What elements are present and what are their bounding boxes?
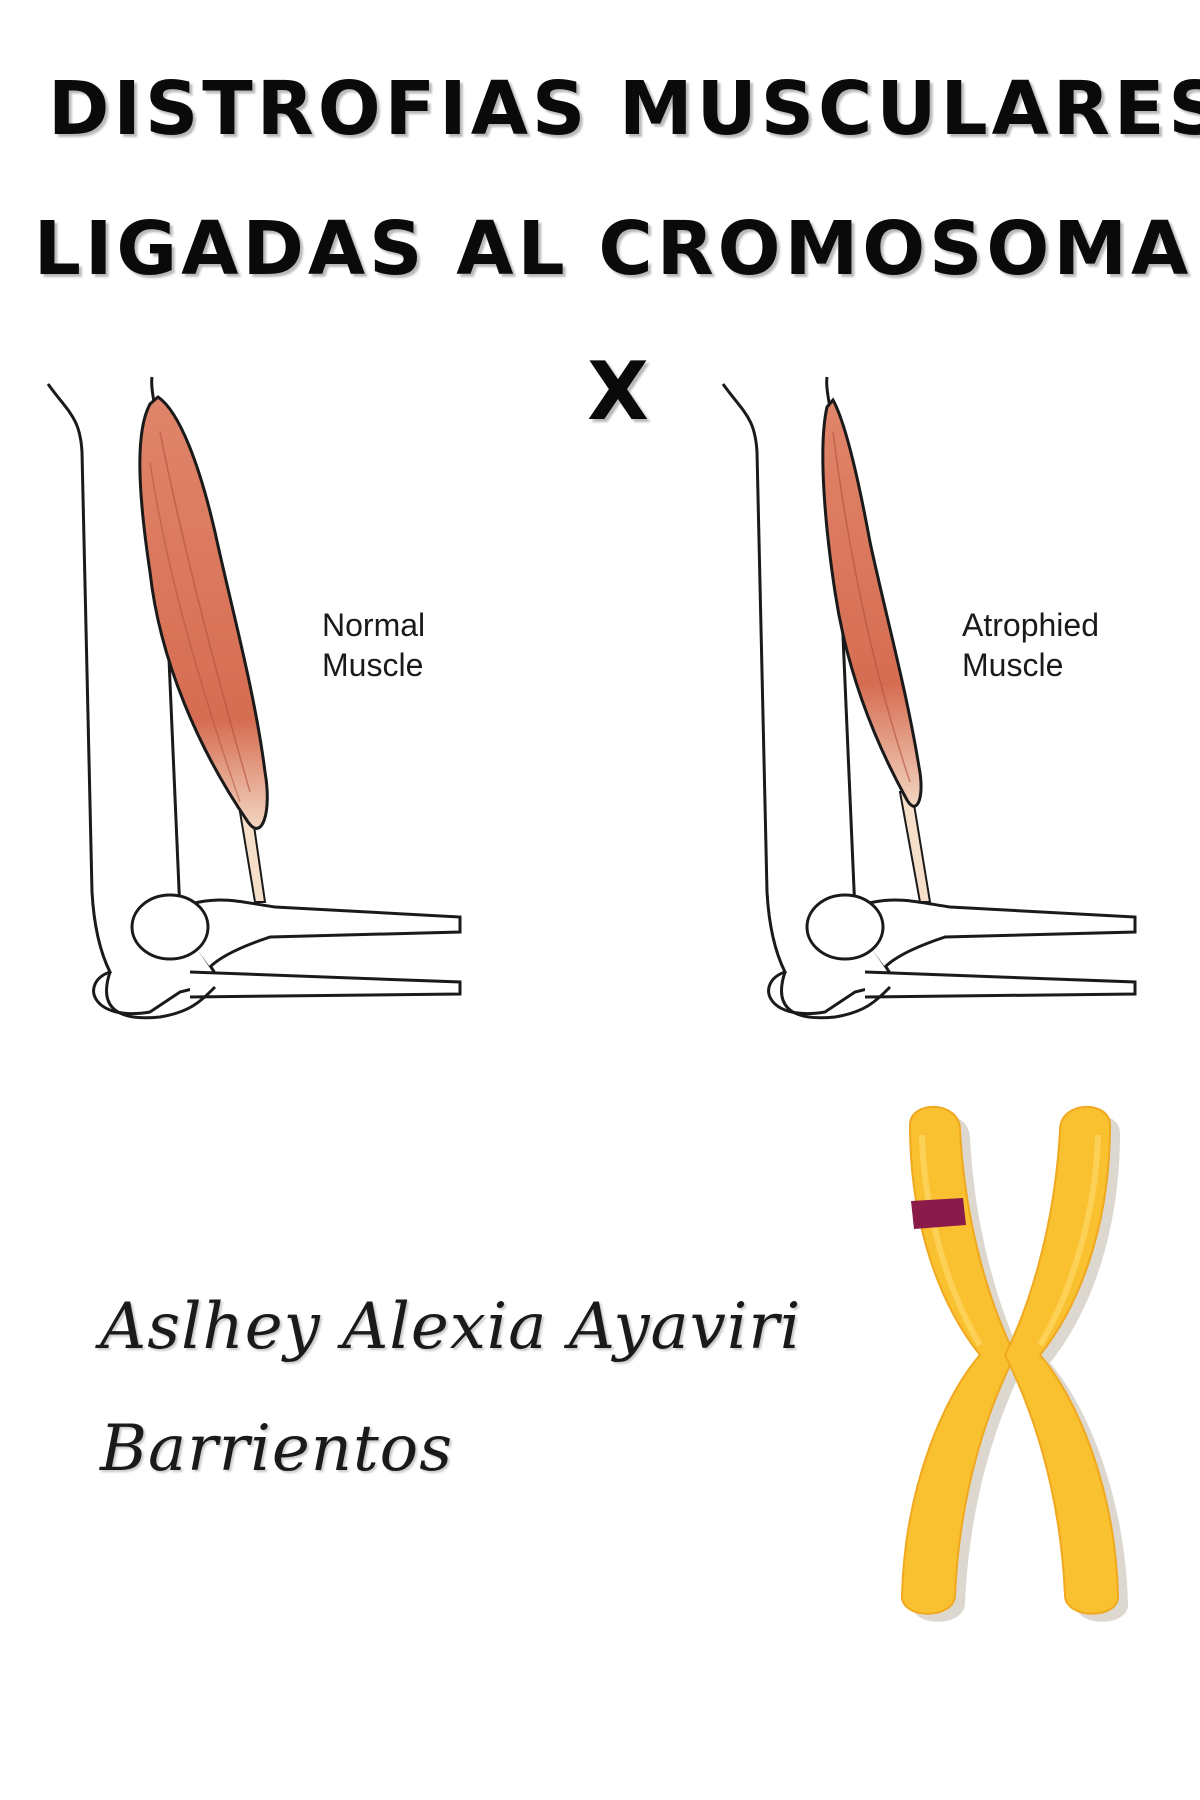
title-line-2: LIGADAS AL CROMOSOMA <box>33 206 1193 292</box>
chromosome-band <box>911 1198 966 1229</box>
author-name-line-1: Aslhey Alexia Ayaviri <box>100 1290 802 1364</box>
atrophied-arm-illustration <box>721 376 1137 1020</box>
normal-muscle-label: Normal Muscle <box>322 605 425 685</box>
normal-arm-illustration <box>46 376 462 1020</box>
title-line-1: DISTROFIAS MUSCULARES <box>48 66 1200 152</box>
normal-label-line1: Normal <box>322 607 426 643</box>
atrophied-muscle-label: Atrophied Muscle <box>962 605 1099 685</box>
atrophied-label-line2: Muscle <box>962 647 1064 683</box>
author-name-line-2: Barrientos <box>100 1412 454 1486</box>
normal-muscle <box>138 395 269 830</box>
title-line-3: X <box>587 345 653 438</box>
atrophied-muscle <box>821 397 923 808</box>
x-chromosome-icon <box>900 1105 1129 1622</box>
normal-label-line2: Muscle <box>322 647 424 683</box>
atrophied-label-line1: Atrophied <box>962 607 1099 643</box>
